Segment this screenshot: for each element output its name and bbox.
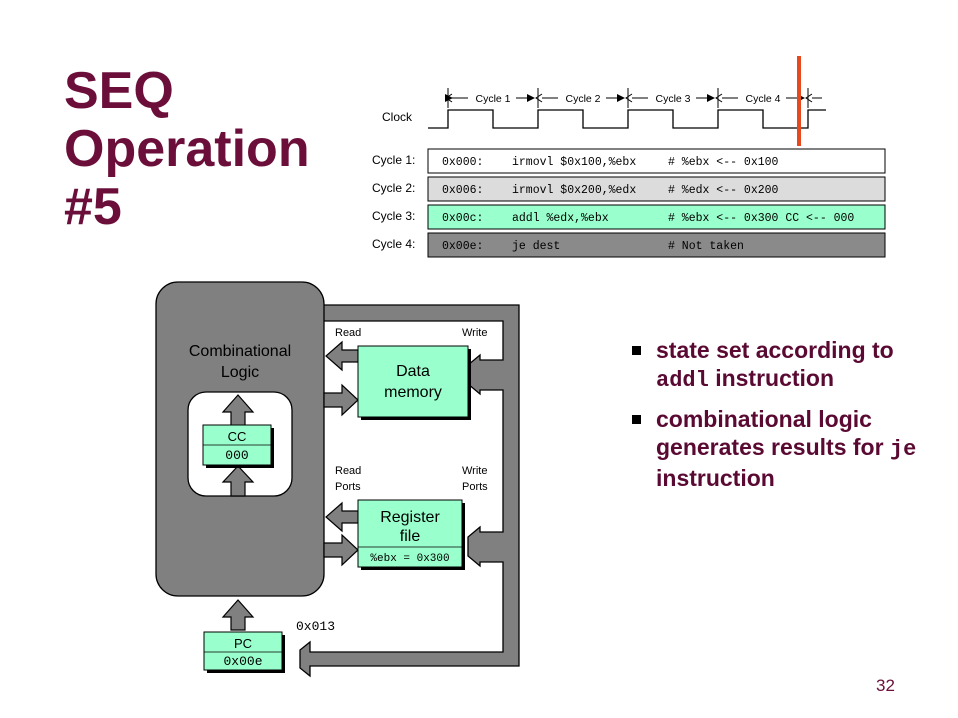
row-label-3: Cycle 3: xyxy=(372,209,415,223)
bullet-2-text-after: instruction xyxy=(656,465,775,491)
row-comment-1: # %ebx <-- 0x100 xyxy=(668,156,779,169)
pc-value: 0x00e xyxy=(223,654,262,669)
row-box-2 xyxy=(427,176,886,202)
register-file-value: %ebx = 0x300 xyxy=(370,553,449,565)
data-memory-line-2: memory xyxy=(384,384,442,401)
pc-label: PC xyxy=(234,636,252,651)
row-instr-4: je dest xyxy=(512,240,560,253)
read-ports-line-2: Ports xyxy=(335,481,361,493)
row-box-4 xyxy=(427,232,886,258)
data-write-arrow xyxy=(323,383,359,417)
row-instr-2: irmovl $0x200,%edx xyxy=(512,184,636,197)
row-cycle-2: Cycle 2: 0x006: irmovl $0x200,%edx # %ed… xyxy=(372,176,886,202)
cc-output-arrow xyxy=(221,394,255,427)
title-line-3: #5 xyxy=(64,178,122,236)
row-label-4: Cycle 4: xyxy=(372,237,415,251)
data-write-label: Write xyxy=(462,327,487,339)
cc-value: 000 xyxy=(225,448,248,463)
register-file-line-1: Register xyxy=(380,509,440,526)
feedback-bus xyxy=(299,304,520,678)
bullet-square-icon xyxy=(632,415,641,424)
register-file xyxy=(357,499,463,568)
bullet-item-1: state set according to addl instruction xyxy=(632,336,932,395)
read-ports-line-1: Read xyxy=(335,465,361,477)
row-label-2: Cycle 2: xyxy=(372,181,415,195)
write-ports-line-2: Ports xyxy=(462,481,488,493)
clock-label: Clock xyxy=(382,110,413,124)
row-addr-2: 0x006: xyxy=(442,184,483,197)
cycle-header-ticks xyxy=(445,88,822,108)
row-comment-3: # %ebx <-- 0x300 CC <-- 000 xyxy=(668,212,854,225)
row-box-3 xyxy=(427,204,886,230)
bullet-2-text-before: combinational logic generates results fo… xyxy=(656,406,890,460)
data-memory xyxy=(357,345,469,418)
clock-waveform xyxy=(428,109,826,129)
cycle-header-3: Cycle 3 xyxy=(655,93,690,105)
row-addr-3: 0x00c: xyxy=(442,212,483,225)
row-box-1 xyxy=(427,148,886,174)
cycle-header-2: Cycle 2 xyxy=(565,93,600,105)
comb-logic-line-2: Logic xyxy=(221,364,259,381)
row-cycle-3: Cycle 3: 0x00c: addl %edx,%ebx # %ebx <-… xyxy=(372,204,886,230)
bullet-1-text-before: state set according to xyxy=(656,337,894,363)
timing-diagram: Clock Cycle 1 Cycle 2 Cycle 3 Cycle xyxy=(372,56,886,258)
pc-output-arrow xyxy=(221,599,255,631)
slide-title: SEQ Operation #5 xyxy=(64,62,344,236)
data-memory-line-1: Data xyxy=(396,363,430,380)
row-cycle-4: Cycle 4: 0x00e: je dest # Not taken xyxy=(372,232,886,258)
row-cycle-1: Cycle 1: 0x000: irmovl $0x100,%ebx # %eb… xyxy=(372,148,886,174)
cc-input-arrow xyxy=(221,465,255,497)
row-addr-4: 0x00e: xyxy=(442,240,483,253)
write-ports-line-1: Write xyxy=(462,465,487,477)
bullet-square-icon xyxy=(632,346,641,355)
pc-register xyxy=(203,631,283,671)
row-addr-1: 0x000: xyxy=(442,156,483,169)
regfile-write-arrow xyxy=(323,533,359,567)
register-file-line-2: file xyxy=(400,528,421,545)
bullet-1-code: addl xyxy=(656,368,709,393)
data-read-arrow xyxy=(325,340,359,372)
cycle-header-1: Cycle 1 xyxy=(475,93,510,105)
bullet-1-text-after: instruction xyxy=(708,365,835,391)
row-comment-4: # Not taken xyxy=(668,240,744,253)
title-line-1: SEQ xyxy=(64,62,174,120)
row-comment-2: # %edx <-- 0x200 xyxy=(668,184,779,197)
bullet-list: state set according to addl instruction … xyxy=(632,336,932,502)
comb-logic-line-1: Combinational xyxy=(189,343,291,360)
hardware-diagram: Combinational Logic CC 000 Read Write Da… xyxy=(155,281,520,678)
cc-label: CC xyxy=(228,429,247,444)
regfile-read-arrow xyxy=(325,501,359,533)
row-instr-3: addl %edx,%ebx xyxy=(512,212,609,225)
row-instr-1: irmovl $0x100,%ebx xyxy=(512,156,636,169)
next-pc-value: 0x013 xyxy=(296,619,335,634)
page-number: 32 xyxy=(876,676,895,695)
bullet-item-2: combinational logic generates results fo… xyxy=(632,405,932,492)
data-read-label: Read xyxy=(335,327,361,339)
row-label-1: Cycle 1: xyxy=(372,153,415,167)
cycle-header-4: Cycle 4 xyxy=(745,93,780,105)
title-line-2: Operation xyxy=(64,120,310,178)
bullet-2-code: je xyxy=(889,437,917,462)
